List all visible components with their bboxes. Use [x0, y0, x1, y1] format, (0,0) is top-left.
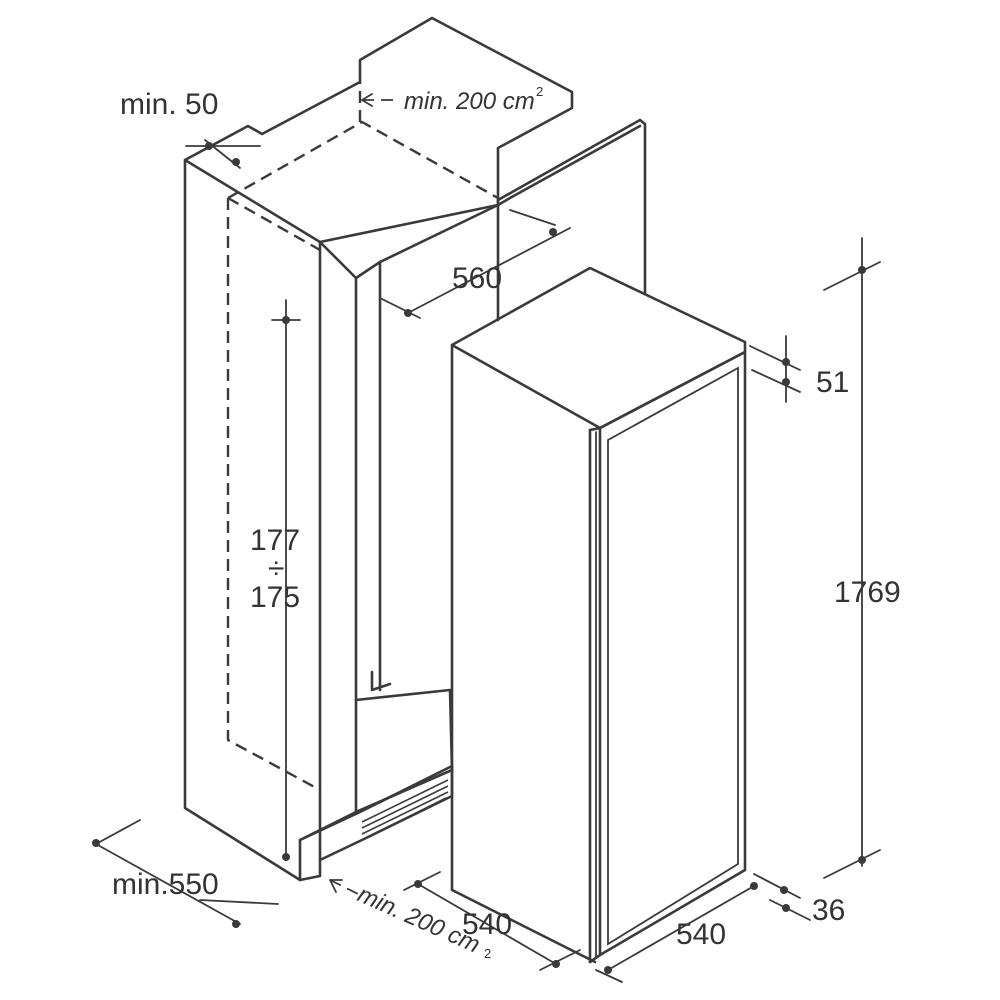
- label-appliance-depth: 540: [462, 908, 512, 941]
- label-bottom-vent-sup: 2: [484, 946, 491, 961]
- dimension-lines: [92, 93, 881, 983]
- appliance-body: [450, 266, 747, 964]
- label-door-offset: 36: [812, 894, 845, 927]
- label-top-vent: min. 200 cm: [404, 88, 535, 115]
- niche-cabinet: [183, 16, 647, 882]
- label-top-gap: min. 50: [120, 88, 218, 121]
- label-niche-width: 560: [452, 262, 502, 295]
- label-niche-height-top: 177: [250, 524, 300, 557]
- label-top-vent-sup: 2: [536, 84, 543, 99]
- label-top-trim: 51: [816, 366, 849, 399]
- label-niche-depth: min.550: [112, 868, 219, 901]
- label-niche-height-sep: ÷: [268, 552, 284, 585]
- label-niche-height-bottom: 175: [250, 581, 300, 614]
- label-appliance-height: 1769: [834, 576, 901, 609]
- label-appliance-width: 540: [676, 918, 726, 951]
- dimension-labels: min. 50 min. 200 cm 2 560 177 ÷ 175 min.…: [112, 84, 901, 961]
